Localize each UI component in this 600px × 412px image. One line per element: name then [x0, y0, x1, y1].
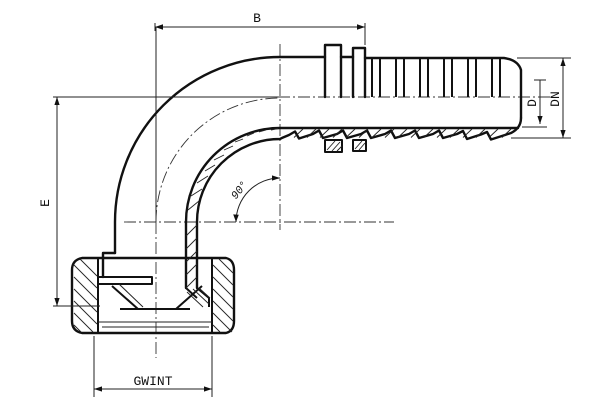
dimension-d-arrow: [537, 116, 543, 124]
tube-step: [101, 251, 117, 279]
stem-collar-2: [351, 46, 367, 99]
section-hatching: [73, 128, 512, 333]
dimension-e: E: [38, 96, 278, 307]
nut-outline: [70, 256, 236, 335]
dimension-label-dn: DN: [548, 91, 563, 107]
barb-ring-edges: [371, 59, 501, 97]
washer: [98, 276, 153, 285]
dimension-label-gwint: GWINT: [133, 374, 172, 389]
dimension-gwint-arrow-right: [204, 386, 212, 392]
angle-dimension: 90°: [230, 175, 281, 223]
dimension-label-d: D: [525, 99, 540, 107]
elbow-outer-wall: [113, 55, 327, 255]
fitting-outline: [113, 43, 523, 290]
dimension-b-arrow-left: [155, 24, 163, 30]
dimension-e-arrow-top: [54, 97, 60, 105]
dimension-gwint-arrow-left: [94, 386, 102, 392]
seat-cone-left-inner: [118, 283, 144, 308]
angle-label: 90°: [230, 179, 252, 202]
dimension-dn-arrow-bottom: [560, 130, 566, 138]
seat-cone-left: [111, 285, 139, 310]
stem-collar-1: [323, 43, 343, 99]
centerlines: [124, 27, 552, 358]
bend-centerline-arc: [155, 97, 281, 223]
dimension-d: D: [522, 79, 547, 128]
dimension-b-arrow-right: [357, 24, 365, 30]
nut: [70, 251, 236, 335]
dimension-e-arrow-bottom: [54, 298, 60, 306]
dimension-dn-arrow-top: [560, 58, 566, 66]
dimension-gwint: GWINT: [93, 336, 213, 397]
angle-arrow-bottom: [233, 214, 239, 222]
dimension-label-e: E: [38, 199, 53, 207]
serrated-outer-wall: [195, 116, 523, 290]
collar-2-section: [352, 139, 367, 152]
angle-arrow-top: [272, 175, 280, 181]
dimension-label-b: B: [253, 11, 261, 26]
dimension-dn: DN: [511, 57, 571, 139]
collar-1-section: [324, 139, 343, 153]
dimension-b: B: [154, 11, 366, 45]
stem-top-and-end: [363, 56, 523, 120]
bore-wall: [184, 126, 520, 290]
